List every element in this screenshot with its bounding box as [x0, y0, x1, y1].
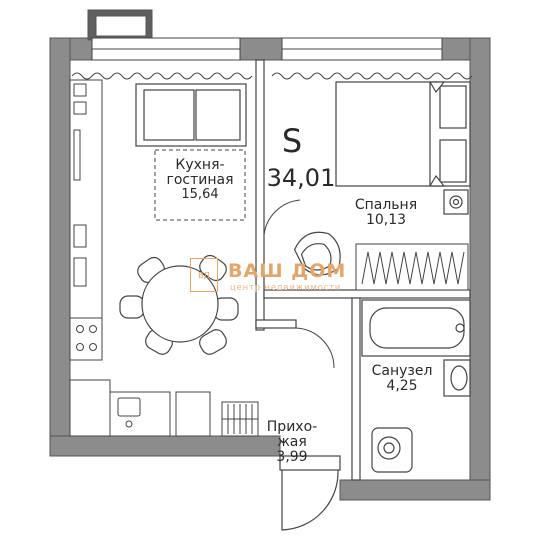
room-name-hallway-1: Прихо- [266, 419, 318, 435]
wardrobe [355, 243, 469, 291]
wall-bottom-right [339, 479, 491, 501]
wall-left [49, 37, 71, 437]
curtains [71, 72, 473, 80]
dining-set [119, 254, 239, 355]
agency-name: ВАШ ДОМ [228, 260, 347, 282]
interior-walls [255, 59, 471, 481]
coffee-area [154, 149, 246, 221]
bath-fixtures [371, 359, 471, 473]
agency-subtitle: центр недвижимости [230, 283, 342, 293]
entrance-door [279, 455, 341, 531]
room-area-bathroom: 4,25 [386, 378, 418, 395]
wall-hall-bath [351, 297, 361, 481]
room-label-bathroom: Санузел 4,25 [362, 363, 442, 395]
total-area-symbol: S [281, 122, 303, 160]
counter-left [69, 79, 103, 361]
room-name-kitchen-2: гостиная [166, 172, 234, 189]
room-area-bedroom: 10,13 [365, 212, 407, 229]
interior-doors [263, 199, 335, 369]
total-area-value: 34,01 [266, 164, 336, 192]
wall-kitchen-bedroom [255, 59, 265, 331]
kitchen-counter [69, 79, 211, 437]
room-name-kitchen-1: Кухня- [175, 157, 225, 173]
kitchen-sink [117, 397, 141, 417]
room-label-hallway: Прихо- жая 3,99 [262, 419, 322, 466]
room-label-kitchen: Кухня- гостиная 15,64 [152, 157, 248, 203]
counter-bottom [69, 379, 111, 437]
sofa [135, 83, 247, 147]
ventilation-shaft-inner [95, 15, 147, 37]
agency-watermark: ВД ВАШ ДОМ центр недвижимости [190, 258, 360, 298]
bed [335, 81, 471, 215]
room-name-bathroom: Санузел [371, 363, 433, 379]
bathtub [361, 299, 471, 357]
stove [69, 317, 103, 361]
room-name-bedroom: Спальня [354, 197, 418, 213]
fridge [175, 391, 211, 437]
windows [91, 37, 443, 61]
agency-logo-icon: ВД [190, 258, 218, 292]
room-area-hallway: 3,99 [276, 449, 308, 466]
hall-storage [221, 401, 259, 437]
wall-right [469, 37, 491, 501]
room-label-bedroom: Спальня 10,13 [346, 197, 426, 229]
wall-hall-top [255, 319, 297, 329]
room-name-hallway-2: жая [277, 434, 307, 451]
armchair [293, 231, 341, 276]
wall-bottom-left [49, 435, 281, 457]
room-area-kitchen: 15,64 [181, 187, 219, 203]
